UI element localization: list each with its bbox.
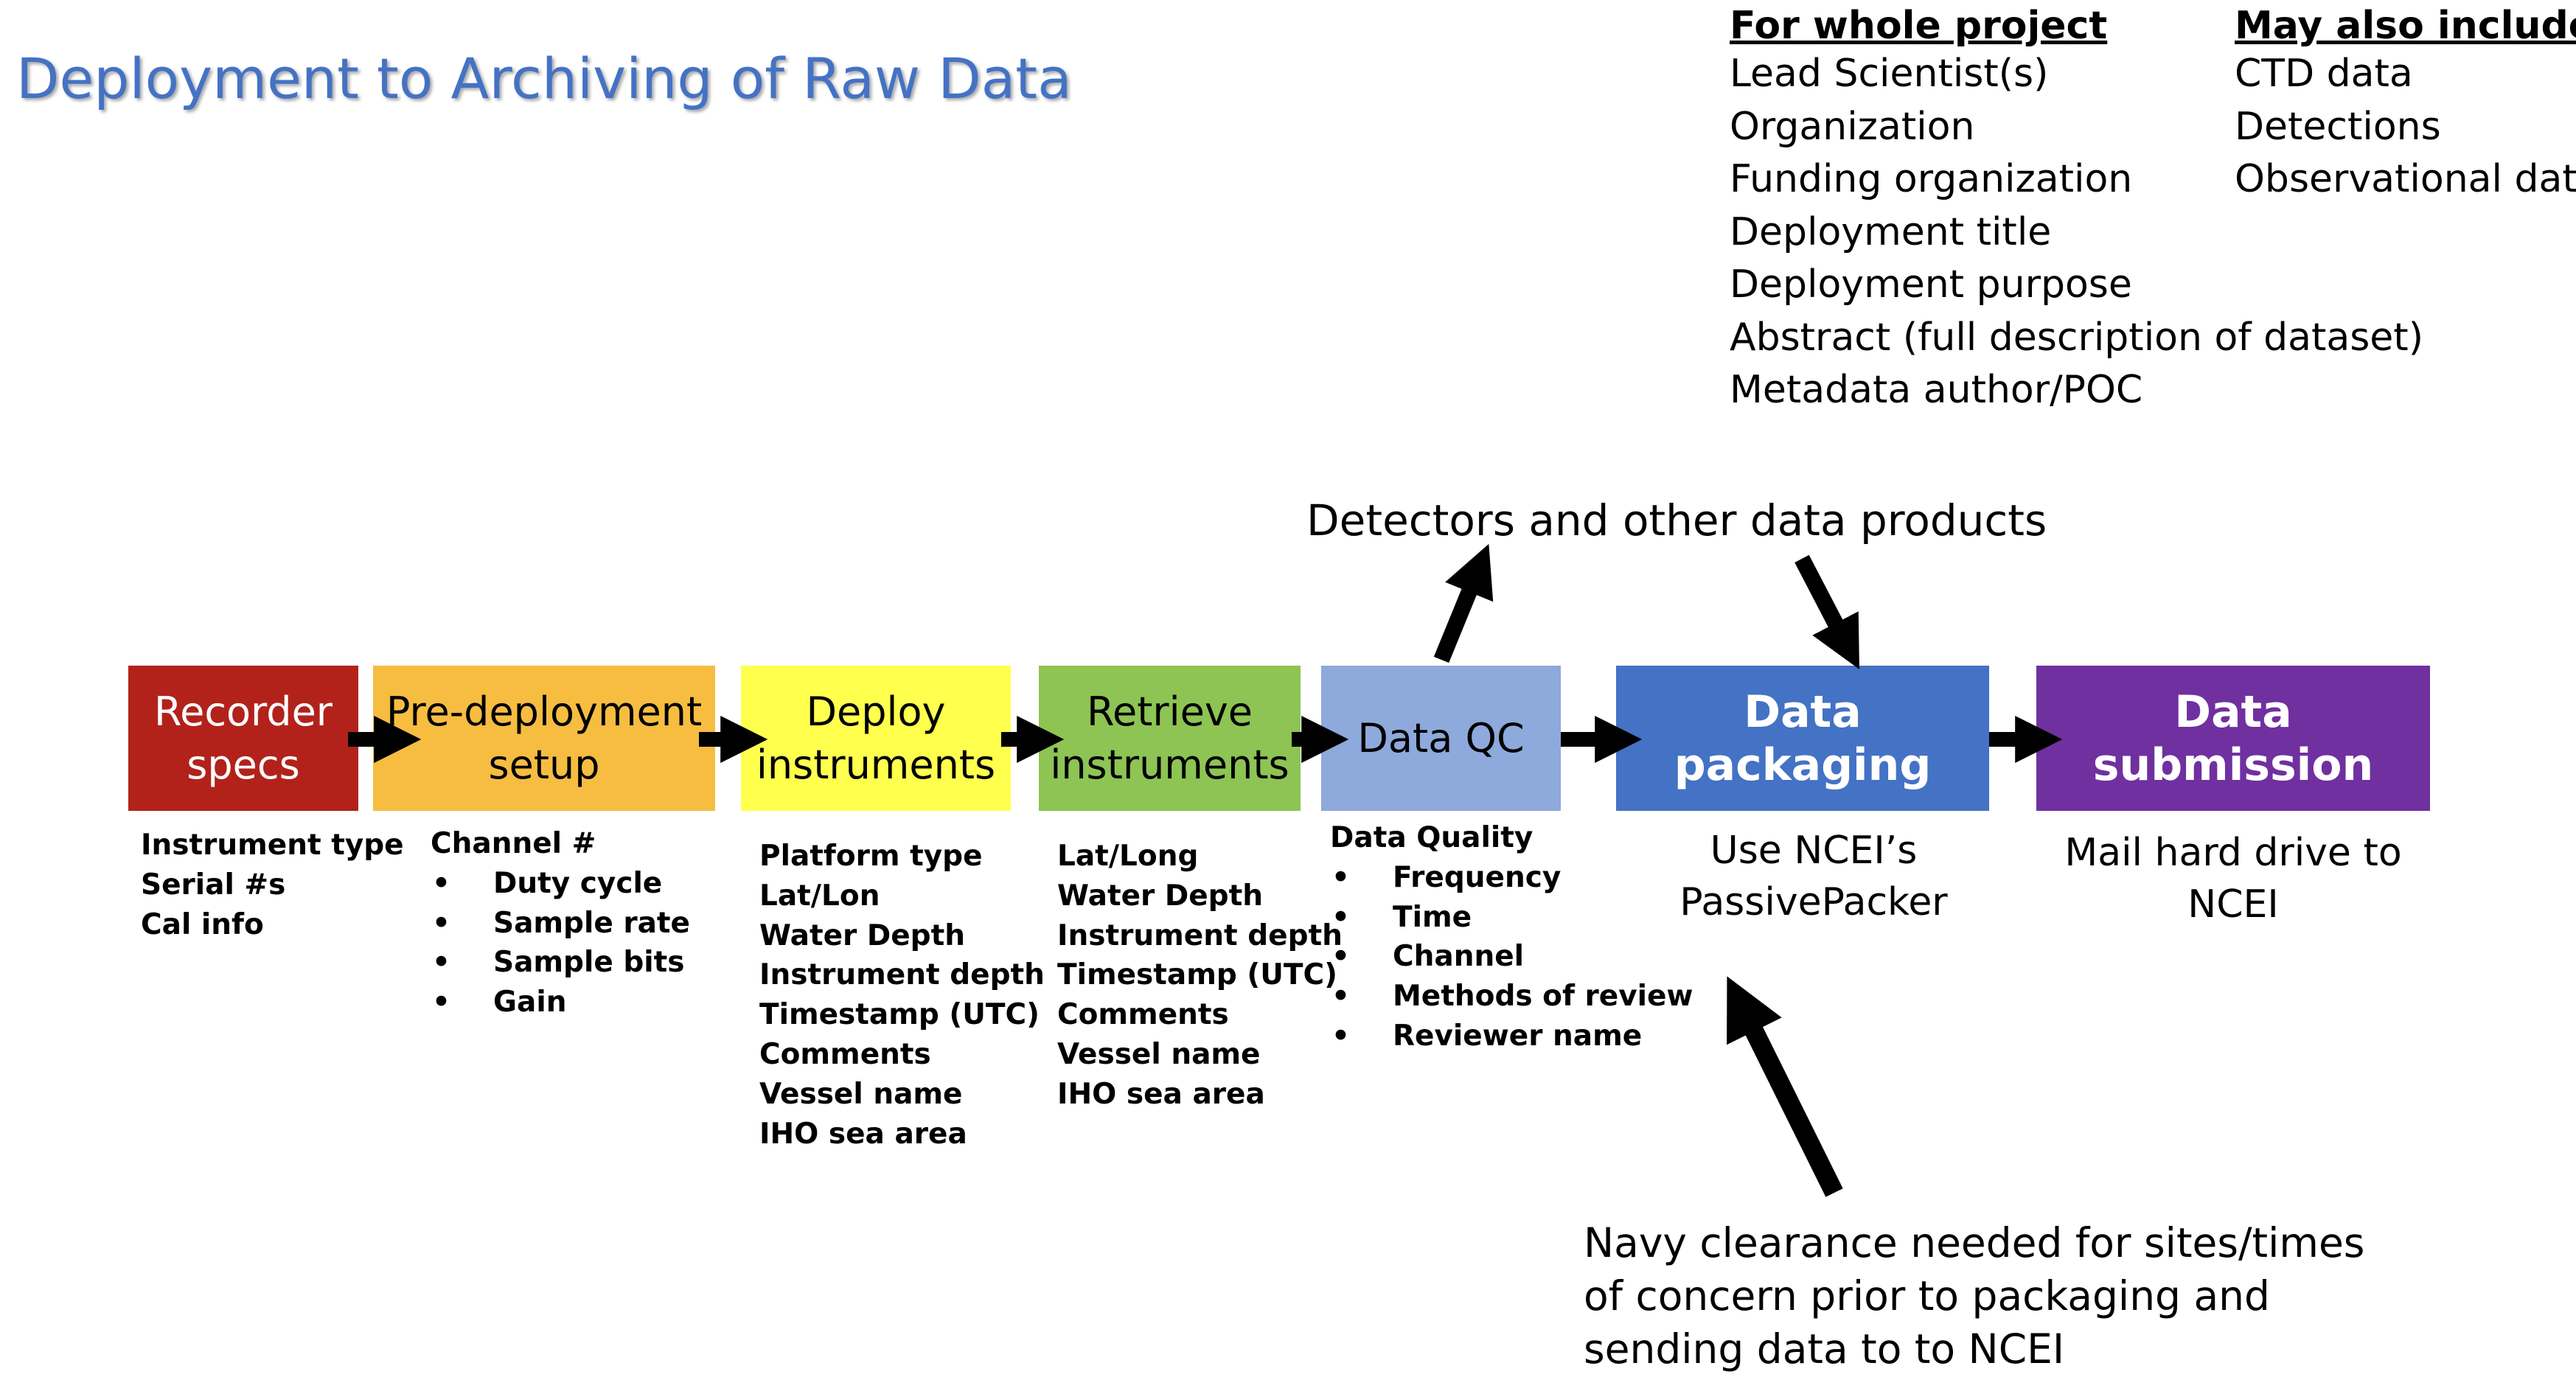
detail-item: Reviewer name: [1330, 1017, 1693, 1056]
detail-item: Serial #s: [141, 868, 286, 902]
step-data-submission: Data submission: [2036, 666, 2430, 811]
step-data-qc: Data QC: [1321, 666, 1561, 811]
detail-bullets: Duty cycle Sample rate Sample bits Gain: [431, 864, 690, 1022]
step-label: Retrieve instruments: [1050, 688, 1289, 788]
detail-item: Vessel name: [1057, 1037, 1261, 1071]
whole-project-list: Lead Scientist(s) Organization Funding o…: [1730, 48, 2423, 417]
detail-item: Platform type: [759, 840, 983, 873]
detail-item: Comments: [1057, 998, 1229, 1032]
list-item: Abstract (full description of dataset): [1730, 315, 2423, 360]
page-title: Deployment to Archiving of Raw Data: [16, 46, 1072, 111]
list-item: Observational data: [2235, 157, 2576, 201]
step-pre-deployment-setup: Pre-deployment setup: [373, 666, 715, 811]
detail-item: Cal info: [141, 907, 264, 941]
detail-item: Instrument depth: [759, 958, 1045, 992]
data-qc-details: Data Quality Frequency Time Channel Meth…: [1330, 818, 1693, 1056]
detail-item: Duty cycle: [431, 864, 690, 904]
recorder-specs-details: Instrument type Serial #s Cal info: [141, 826, 404, 944]
step-label: Pre-deployment setup: [386, 688, 703, 788]
diagonal-arrow-icon: [1795, 554, 1859, 669]
step-label: Data packaging: [1674, 686, 1932, 791]
step-data-packaging: Data packaging: [1616, 666, 1989, 811]
detail-item: Comments: [759, 1037, 931, 1071]
whole-project-heading: For whole project: [1730, 4, 2108, 48]
detectors-annotation: Detectors and other data products: [1306, 495, 2047, 545]
detail-item: Water Depth: [759, 918, 965, 952]
step-label: Deploy instruments: [756, 688, 996, 788]
pre-deployment-details: Channel # Duty cycle Sample rate Sample …: [431, 824, 690, 1022]
detail-item: Timestamp (UTC): [1057, 958, 1337, 992]
detail-item: Frequency: [1330, 858, 1693, 898]
list-item: Detections: [2235, 104, 2441, 149]
step-label: Data QC: [1357, 714, 1525, 761]
step-label: Recorder specs: [154, 688, 333, 788]
may-also-include-heading: May also include: [2235, 4, 2576, 48]
detail-heading: Channel #: [431, 827, 596, 860]
list-item: CTD data: [2235, 52, 2413, 96]
detail-item: Channel: [1330, 937, 1693, 977]
list-item: Funding organization: [1730, 157, 2133, 201]
detail-item: Sample rate: [431, 904, 690, 944]
detail-heading: Data Quality: [1330, 821, 1534, 854]
step-deploy-instruments: Deploy instruments: [741, 666, 1011, 811]
detail-item: Lat/Lon: [759, 879, 880, 913]
list-item: Lead Scientist(s): [1730, 52, 2049, 96]
detail-item: Timestamp (UTC): [759, 998, 1040, 1032]
detail-item: Instrument depth: [1057, 918, 1343, 952]
list-item: Deployment title: [1730, 209, 2052, 254]
submission-caption: Mail hard drive to NCEI: [2064, 831, 2402, 927]
detail-item: Vessel name: [759, 1077, 963, 1111]
detail-item: Water Depth: [1057, 879, 1263, 913]
detail-bullets: Frequency Time Channel Methods of review…: [1330, 858, 1693, 1056]
detail-item: Sample bits: [431, 943, 690, 983]
whole-project-section: For whole project Lead Scientist(s) Orga…: [1730, 4, 2423, 417]
step-label: Data submission: [2092, 686, 2374, 791]
detail-item: Gain: [431, 983, 690, 1022]
step-recorder-specs: Recorder specs: [128, 666, 358, 811]
may-also-include-list: CTD data Detections Observational data: [2235, 48, 2576, 206]
detail-item: IHO sea area: [1057, 1077, 1265, 1111]
detail-item: Methods of review: [1330, 977, 1693, 1017]
detail-item: Time: [1330, 898, 1693, 938]
detail-item: Lat/Long: [1057, 840, 1199, 873]
list-item: Deployment purpose: [1730, 262, 2132, 307]
detail-item: Instrument type: [141, 829, 404, 862]
retrieve-details: Lat/Long Water Depth Instrument depth Ti…: [1057, 837, 1343, 1115]
diagonal-arrow-icon: [1433, 543, 1494, 663]
navy-clearance-annotation: Navy clearance needed for sites/times of…: [1584, 1219, 2365, 1373]
list-item: Organization: [1730, 104, 1975, 149]
packaging-caption: Use NCEI’s PassivePacker: [1679, 829, 1948, 924]
list-item: Metadata author/POC: [1730, 368, 2143, 412]
deploy-details: Platform type Lat/Lon Water Depth Instru…: [759, 837, 1045, 1154]
detail-item: IHO sea area: [759, 1117, 967, 1151]
diagonal-arrow-icon: [1727, 976, 1843, 1197]
may-also-include-section: May also include CTD data Detections Obs…: [2235, 4, 2576, 206]
step-retrieve-instruments: Retrieve instruments: [1039, 666, 1301, 811]
